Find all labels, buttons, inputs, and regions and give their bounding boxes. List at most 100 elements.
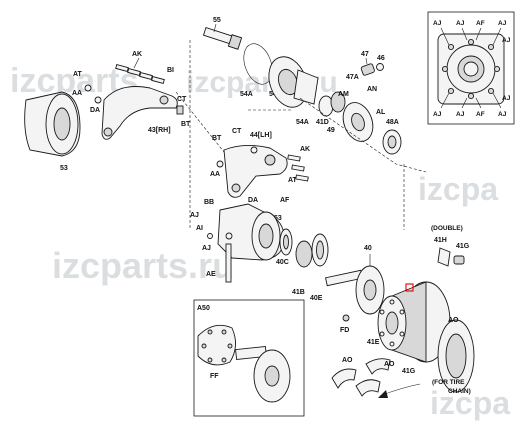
brake-shoes-ao: AO AO (FOR TIRE CHAIN) [331, 357, 471, 398]
label-a50: A50 [197, 305, 210, 312]
label-47: 47 [361, 51, 369, 58]
shoe-ao-1 [331, 368, 357, 389]
label-an: AN [367, 86, 377, 93]
label-bi: BI [167, 67, 174, 74]
label-tire-chain-1: (FOR TIRE [432, 379, 465, 386]
label-da-1: DA [90, 107, 100, 114]
washer-ai [225, 232, 233, 240]
label-46: 46 [377, 55, 385, 62]
seal-40c: 40C [276, 228, 293, 266]
double-nut-inset: (DOUBLE) 41H 41G [431, 225, 470, 267]
inset-hub-center [463, 61, 479, 77]
tire-chain-arrowhead [378, 390, 388, 398]
inset-label-aj-7: AJ [498, 111, 507, 118]
label-41b: 41B [292, 289, 305, 296]
inset-a50: A50 FF [193, 299, 305, 417]
inset-label-aj-6: AJ [456, 111, 465, 118]
label-55: 55 [213, 17, 221, 24]
label-41g-1: 41G [402, 368, 416, 375]
label-ao-2: AO [342, 357, 353, 364]
assembly-guide-lines [175, 40, 427, 230]
label-40: 40 [364, 245, 372, 252]
label-47a: 47A [346, 74, 359, 81]
axle-shaft-55: 55 [202, 17, 243, 50]
inset-a50-frame [193, 299, 305, 417]
shoe-ao-3 [365, 358, 391, 375]
nut-at-2 [250, 146, 258, 154]
washer-aa-2 [216, 160, 224, 168]
inset-label-aj-5: AJ [433, 111, 442, 118]
label-aj-1: AJ [190, 212, 199, 219]
callout-marker [405, 283, 414, 292]
grease-nipple-ct-1 [176, 105, 184, 115]
inset-hub-view: AJ AJ AF AJ AJ AJ AJ AF AJ AJ [427, 11, 515, 125]
spindle-housing-53: BB DA AF 53 AJ AI AJ AE [190, 197, 290, 283]
inset-frame [427, 11, 515, 125]
label-aa-1: AA [72, 90, 82, 97]
label-double: (DOUBLE) [431, 225, 463, 232]
inset-label-aj-2: AJ [456, 20, 465, 27]
nut-da-1 [94, 96, 102, 104]
wheel-ring-ao: AO [437, 317, 475, 393]
stud-fd [342, 314, 350, 322]
label-ff: FF [210, 373, 219, 380]
inset-label-af-1: AF [476, 20, 485, 27]
knuckle-arm-44-lh: BT CT 44[LH] AK AT AA [210, 128, 310, 198]
label-ae: AE [206, 271, 216, 278]
hub-flange-al: AL [342, 102, 386, 142]
label-40c: 40C [276, 259, 289, 266]
label-ao-1: AO [448, 317, 459, 324]
label-ai: AI [196, 225, 203, 232]
nut-aj [207, 233, 213, 239]
label-ct-1: CT [177, 96, 187, 103]
label-ct-2: CT [232, 128, 242, 135]
label-fd: FD [340, 327, 349, 334]
inset-label-aj-4: AJ [502, 37, 511, 44]
bearing-41b-shape [295, 240, 313, 268]
brake-drum-41e: 41E 41G [367, 281, 451, 375]
inset-bolt-holes [441, 38, 501, 100]
label-53-1: 53 [60, 165, 68, 172]
watermark-right: izcpa [418, 171, 498, 207]
o-ring-54-shape [243, 43, 273, 85]
nut-47a [360, 63, 375, 76]
label-da-2: DA [248, 197, 258, 204]
knuckle-arm-43-rh: AK AT AA DA BI 43[RH] CT BT [72, 51, 191, 140]
label-ao-3: AO [384, 361, 395, 368]
label-41e: 41E [367, 339, 380, 346]
label-40e: 40E [310, 295, 323, 302]
washer-46 [376, 63, 384, 71]
label-49: 49 [327, 127, 335, 134]
label-tire-chain-2: CHAIN) [448, 388, 471, 395]
label-bt-2: BT [212, 135, 222, 142]
label-at-1: AT [73, 71, 83, 78]
stud-41h [437, 247, 451, 267]
drum-studs [379, 299, 405, 347]
label-bt-1: BT [181, 121, 191, 128]
bolts-ak-2 [287, 154, 309, 182]
label-at-2: AT [288, 177, 298, 184]
label-aa-2: AA [210, 171, 220, 178]
a50-gasket-holes [201, 329, 233, 363]
inset-label-aj-8: AJ [502, 95, 511, 102]
label-ak-2: AK [300, 146, 310, 153]
label-43-rh: 43[RH] [148, 127, 171, 134]
label-al: AL [376, 109, 386, 116]
label-44-lh: 44[LH] [250, 132, 272, 139]
watermark-middle: izcparts.ru [52, 245, 234, 286]
label-48a: 48A [386, 119, 399, 126]
label-41h: 41H [434, 237, 447, 244]
label-54a-1: 54A [240, 91, 253, 98]
label-bb: BB [204, 199, 214, 206]
hub-40: 40 FD [325, 245, 385, 334]
nut-47-group: 47 47A 46 AN [346, 51, 385, 93]
label-54a-2: 54A [296, 119, 309, 126]
label-41d: 41D [316, 119, 329, 126]
label-53-2: 53 [274, 215, 282, 222]
hub-54a: 54A 54A [240, 56, 319, 126]
inset-label-af-2: AF [476, 111, 485, 118]
shoe-ao-2 [355, 379, 381, 397]
inset-label-aj-3: AJ [498, 20, 507, 27]
a50-gasket [197, 324, 236, 366]
